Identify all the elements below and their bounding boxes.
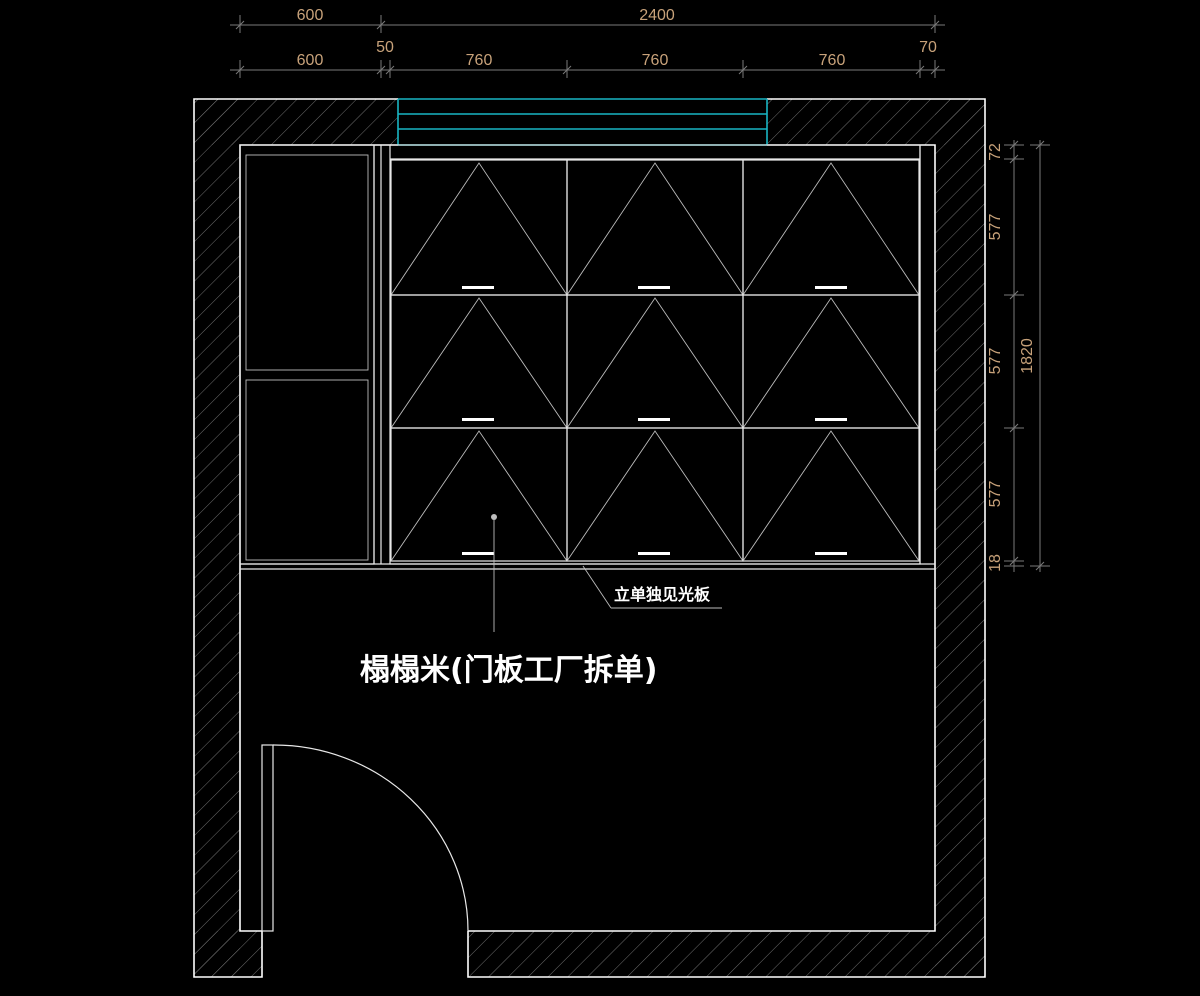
- right-dimension-detail: 72 577 577 577 18: [987, 140, 1024, 572]
- dim-top-detail-1: 600: [297, 52, 324, 69]
- dim-right-detail-5: 18: [987, 554, 1004, 572]
- dim-top-overall-2: 2400: [639, 7, 675, 24]
- dim-right-detail-1: 72: [987, 143, 1004, 161]
- dim-top-detail-4: 760: [642, 52, 669, 69]
- upper-cabinet-frame: [389, 144, 921, 565]
- cabinet-door-r1c3: [742, 159, 920, 296]
- dim-right-detail-4: 577: [987, 481, 1004, 508]
- dim-top-detail-5: 760: [819, 52, 846, 69]
- tatami-edge: [240, 563, 935, 570]
- cabinet-door-r3c1: [390, 427, 568, 562]
- leader-lines: [491, 514, 722, 632]
- dim-top-overall-1: 600: [297, 7, 324, 24]
- dim-top-detail-3: 760: [466, 52, 493, 69]
- dim-right-overall: 1820: [1019, 338, 1036, 374]
- dim-top-detail-6: 70: [919, 39, 937, 56]
- top-dimension-overall: 600 2400: [230, 7, 945, 33]
- side-panel-note: 立单独见光板: [614, 585, 711, 604]
- left-shelf-unit: [239, 144, 382, 565]
- door-swing: [261, 744, 469, 932]
- cabinet-doors: [390, 159, 920, 562]
- window: [397, 98, 768, 146]
- cabinet-door-r1c1: [390, 159, 568, 296]
- top-dimension-detail: 600 50 760 760 760 70: [230, 39, 945, 78]
- cabinet-door-r3c2: [566, 427, 744, 562]
- cabinet-door-r1c2: [566, 159, 744, 296]
- cabinet-door-r2c1: [390, 294, 568, 429]
- right-dimension-overall: 1820: [1019, 140, 1050, 572]
- cabinet-name-label: 榻榻米(门板工厂拆单): [360, 653, 657, 688]
- cabinet-door-r2c3: [742, 294, 920, 429]
- wall-outline: [193, 98, 986, 978]
- dim-right-detail-2: 577: [987, 214, 1004, 241]
- cabinet-door-r3c3: [742, 427, 920, 562]
- dim-top-detail-2: 50: [376, 39, 394, 56]
- cabinet-door-r2c2: [566, 294, 744, 429]
- wall-hatching: [194, 99, 985, 977]
- dim-right-detail-3: 577: [987, 348, 1004, 375]
